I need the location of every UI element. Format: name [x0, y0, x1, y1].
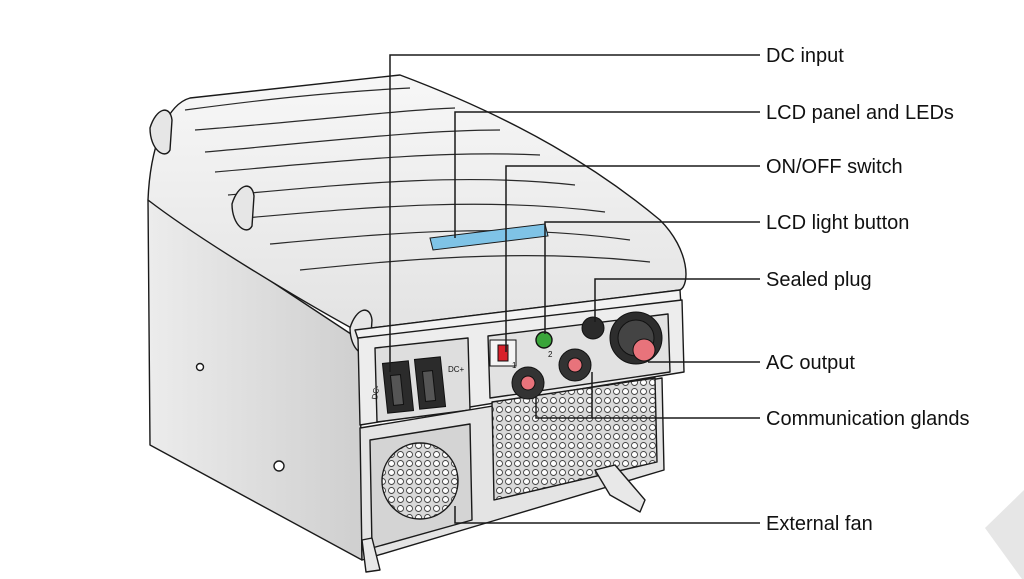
callout-on-off-switch: ON/OFF switch — [766, 156, 903, 178]
dc-connectors — [381, 356, 447, 414]
leader-lcd-panel — [454, 111, 760, 238]
fan-mesh — [381, 442, 459, 520]
lcd-light-button-shape — [535, 331, 553, 349]
lid-ribs — [184, 87, 651, 271]
gland-2-label: 2 — [548, 350, 553, 359]
corner-watermark — [985, 490, 1024, 579]
leader-on-off-switch — [505, 165, 760, 352]
handle — [231, 185, 255, 231]
top-lid — [147, 74, 687, 331]
leader-lines — [389, 54, 760, 524]
callout-communication-glands: Communication glands — [766, 408, 970, 430]
callout-sealed-plug: Sealed plug — [766, 269, 872, 291]
leader-communication-glands — [535, 396, 760, 419]
callout-lcd-panel: LCD panel and LEDs — [766, 102, 954, 124]
on-off-switch-shape — [489, 339, 517, 367]
callout-external-fan: External fan — [766, 513, 873, 535]
callout-dc-input: DC input — [766, 45, 844, 67]
callout-lcd-light-button: LCD light button — [766, 212, 910, 234]
inverter-body — [147, 74, 687, 573]
leader-sealed-plug — [594, 278, 760, 322]
communication-glands-shape — [511, 348, 592, 400]
callout-ac-output: AC output — [766, 352, 855, 374]
sealed-plug-shape — [581, 316, 605, 340]
dc-plus-label: DC+ — [448, 365, 465, 374]
leader-lcd-light-button — [544, 221, 760, 334]
leader-dc-input — [389, 54, 760, 372]
dc-minus-label: DC- — [370, 384, 381, 400]
gland-1-label: 1 — [512, 361, 517, 370]
handle — [149, 109, 173, 155]
ac-output-shape — [609, 311, 663, 365]
leader-external-fan — [454, 506, 760, 524]
